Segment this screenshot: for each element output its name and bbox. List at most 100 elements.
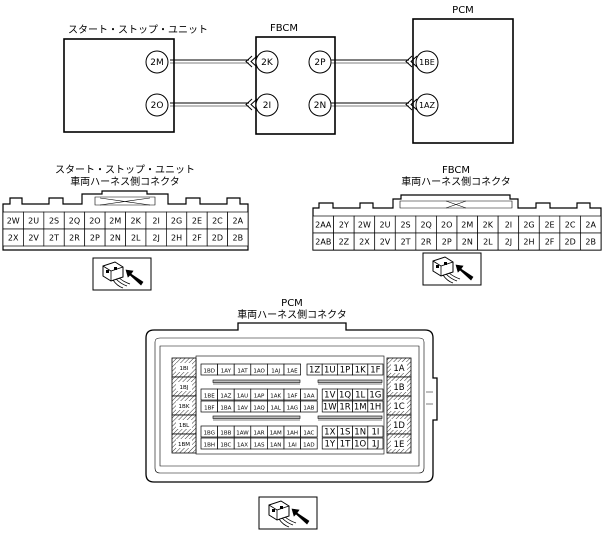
cavity-label: 1AG <box>287 406 298 412</box>
cavity-label: 1BC <box>220 443 231 449</box>
cavity-label: 1R <box>339 403 350 413</box>
connector-cavity: 2V <box>23 228 45 247</box>
cavity-label: 2V <box>28 234 39 243</box>
cavity-label: 2N <box>110 234 121 243</box>
pin-label: 1AZ <box>419 101 436 110</box>
connector-cavity: 1E <box>386 433 412 454</box>
cavity-label: 1BK <box>179 404 190 410</box>
cavity-label: 2K <box>483 221 494 230</box>
connector-cavity: 1T <box>337 437 353 450</box>
cavity-label: 1BF <box>204 406 214 412</box>
connector-cavity: 1L <box>352 388 369 401</box>
connector-cavity: 1AJ <box>267 363 285 376</box>
cavity-label: 1AA <box>303 394 314 400</box>
connector-cavity: 2Z <box>333 232 355 251</box>
cavity-label: 1Y <box>324 440 335 450</box>
connector-cavity: 1D <box>386 414 412 435</box>
connector-cavity: 2M <box>456 215 478 234</box>
cavity-label: 2Z <box>339 238 350 247</box>
cavity-label: 1AS <box>254 443 265 449</box>
connector-cavity: 1BE <box>200 388 218 401</box>
connector-cavity: 2O <box>436 215 458 234</box>
connector-cavity: 2B <box>227 228 249 247</box>
cavity-label: 1BL <box>179 423 190 429</box>
cavity-label: 2V <box>380 238 391 247</box>
connector-cavity: 1BG <box>200 425 218 438</box>
connector-cavity: 2P <box>84 228 106 247</box>
connector-cavity: 2F <box>538 232 561 251</box>
connector-cavity: 2A <box>580 215 602 234</box>
pin-label: 2K <box>261 58 274 68</box>
connector-cavity: 1AV <box>233 400 252 413</box>
cavity-label: 1M <box>354 403 367 413</box>
fbcm-title: FBCM <box>270 23 298 34</box>
pin-label: 1BE <box>419 58 435 67</box>
cavity-label: 1T <box>340 440 351 450</box>
cavity-label: 2H <box>171 234 182 243</box>
cavity-label: 2C <box>212 217 223 226</box>
cavity-label: 1AR <box>254 431 265 437</box>
cavity-label: 1BJ <box>180 385 189 391</box>
cavity-label: 2AB <box>315 238 331 247</box>
connector-cavity: 2Q <box>415 215 437 234</box>
connector-chevrons <box>245 55 418 111</box>
connector-cavity: 1AU <box>233 388 252 401</box>
connector-cavity: 1C <box>386 395 412 416</box>
pin-label: 2P <box>314 58 326 68</box>
cavity-label: 2P <box>442 238 452 247</box>
connector-cavity: 2B <box>580 232 602 251</box>
connector-cavity: 2E <box>538 215 561 234</box>
cavity-label: 2J <box>505 238 512 247</box>
connector-cavity: 1K <box>352 363 369 376</box>
cavity-label: 1AT <box>237 369 248 375</box>
cavity-label: 2T <box>401 238 411 247</box>
cavity-label: 1F <box>370 366 380 376</box>
cavity-label: 1BH <box>204 443 215 449</box>
connector-cavity: 2K <box>125 211 147 230</box>
cavity-label: 2Q <box>420 221 431 230</box>
connector-cavity: 2K <box>477 215 499 234</box>
connector-cavity: 1W <box>321 400 338 413</box>
connector-cavity: 1AR <box>250 425 268 438</box>
connector-cavity: 2Q <box>63 211 86 230</box>
connector-cavity: 1AI <box>283 437 301 450</box>
cavity-label: 2X <box>359 238 370 247</box>
connector-cavity: 1AS <box>250 437 268 450</box>
cavity-label: 1X <box>324 428 335 438</box>
connector-cavity: 2L <box>125 228 147 247</box>
connector-cavity: 1AZ <box>217 388 235 401</box>
connector-cavity: 1BF <box>200 400 218 413</box>
connector-cavity: 2N <box>456 232 478 251</box>
cavity-label: 2R <box>421 238 432 247</box>
connector-cavity: 1BA <box>217 400 235 413</box>
connector-cavity: 2A <box>227 211 249 230</box>
connector-cavity: 2N <box>104 228 126 247</box>
fbcm-connector-title-1: FBCM <box>442 165 470 176</box>
cavity-label: 2J <box>152 234 159 243</box>
cavity-label: 2M <box>461 221 473 230</box>
cavity-label: 2K <box>131 217 142 226</box>
cavity-label: 2Y <box>339 221 349 230</box>
cavity-label: 2O <box>441 221 452 230</box>
cavity-label: 1AH <box>287 431 298 437</box>
connector-cavity: 1I <box>367 425 384 438</box>
connector-cavity: 1AD <box>300 437 318 450</box>
connector-cavity: 2F <box>186 228 208 247</box>
cavity-label: 1O <box>354 440 366 450</box>
cavity-label: 1W <box>323 403 337 413</box>
connector-cavity: 1AL <box>267 400 285 413</box>
connector-cavity: 1AQ <box>250 400 268 413</box>
cavity-label: 1AU <box>237 394 248 400</box>
cavity-label: 2P <box>90 234 100 243</box>
pcm-title: PCM <box>452 5 474 16</box>
connector-cavity: 1V <box>321 388 338 401</box>
connector-cavity: 2H <box>518 232 540 251</box>
connector-cavity: 1F <box>367 363 384 376</box>
connector-cavity: 1S <box>337 425 353 438</box>
cavity-label: 1AO <box>253 369 265 375</box>
cavity-label: 1D <box>393 421 405 431</box>
connector-cavity: 2V <box>374 232 396 251</box>
cavity-label: 1AW <box>236 431 249 437</box>
connector-cavity: 1BC <box>217 437 235 450</box>
